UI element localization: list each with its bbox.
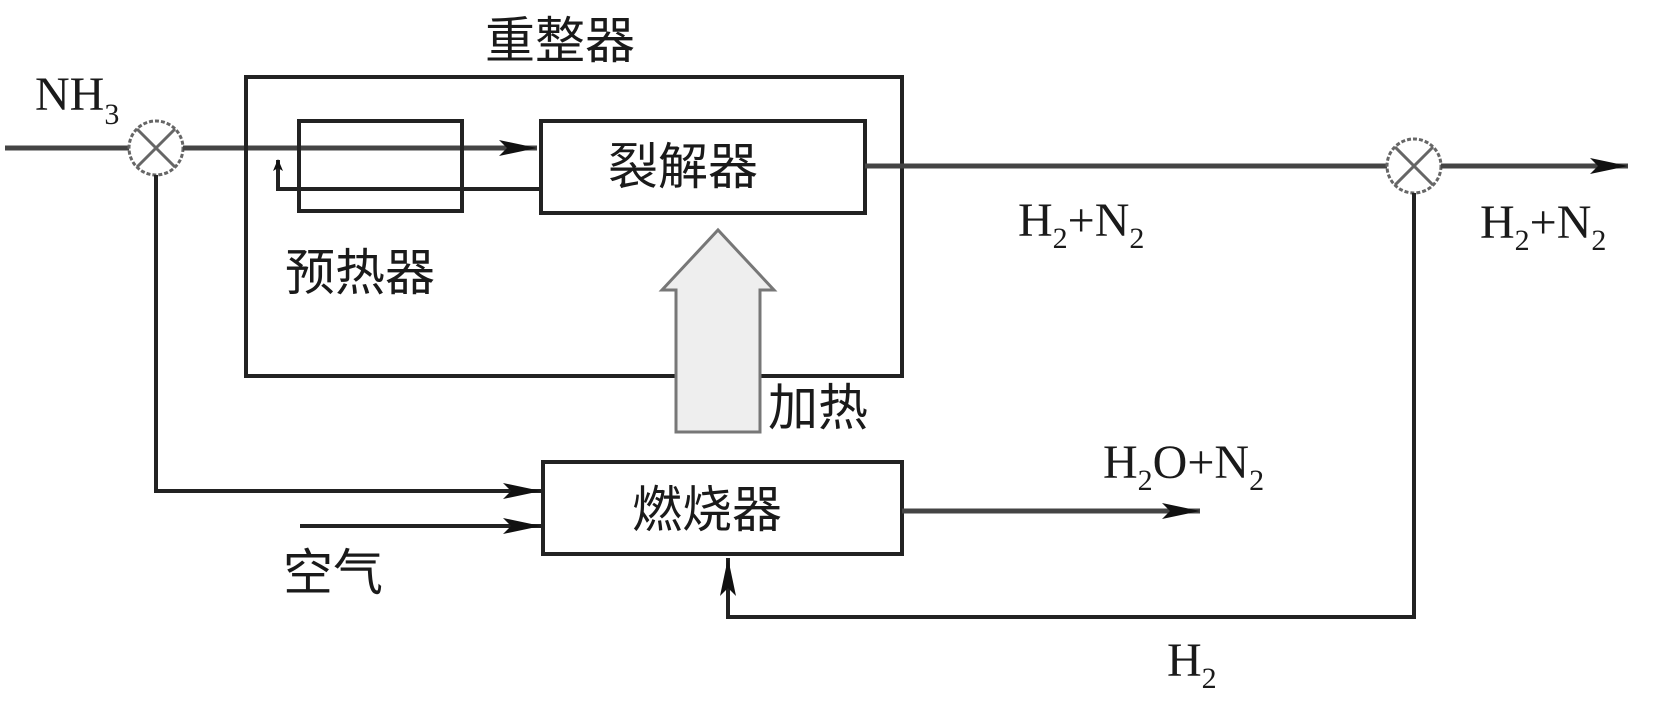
reformer-box [244,75,904,378]
cracker-box [539,119,867,215]
exhaust-label: H2O+N2 [1103,436,1264,497]
combustor-label: 燃烧器 [632,482,782,538]
mixer-2-icon [1385,137,1443,195]
mixer-1-icon [127,119,185,177]
combustor-box [541,460,904,556]
preheater-box [297,119,464,213]
preheater-return-line [273,159,541,191]
heating-label: 加热 [768,380,868,436]
cracker-label: 裂解器 [608,139,758,195]
heating-arrow-icon [658,227,778,434]
cracker-outlet-label: H2+N2 [1018,194,1144,255]
nh3-to-combustor-arrow [154,175,541,499]
h2-recycle-arrow [720,193,1416,619]
feed-label-nh3: NH3 [35,68,119,131]
recycle-label: H2 [1167,634,1217,695]
product-label: H2+N2 [1480,196,1606,257]
feed-label-sub: 3 [104,98,119,131]
reformer-title: 重整器 [485,13,635,69]
air-label: 空气 [283,545,383,601]
feed-label-main: NH [35,68,104,121]
preheater-label: 预热器 [285,245,435,301]
